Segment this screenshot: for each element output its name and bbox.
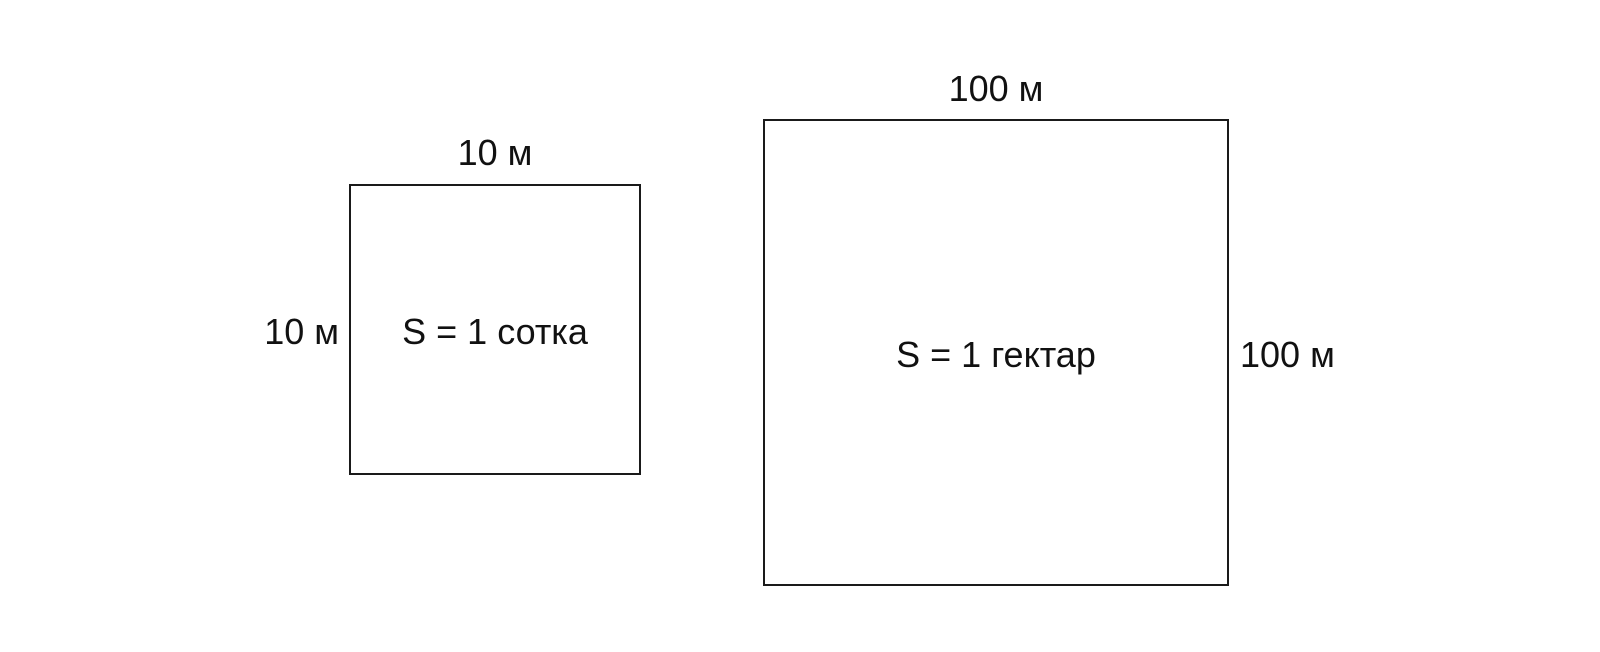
small-square-top-label: 10 м [457, 132, 533, 173]
large-square-top-label: 100 м [948, 68, 1044, 109]
small-square [349, 184, 641, 475]
small-square-area-label: S = 1 сотка [402, 311, 588, 352]
large-square-area-label: S = 1 гектар [896, 334, 1096, 375]
large-square-side-label: 100 м [1240, 334, 1335, 375]
large-square [763, 119, 1229, 586]
small-square-side-label: 10 м [264, 311, 339, 352]
